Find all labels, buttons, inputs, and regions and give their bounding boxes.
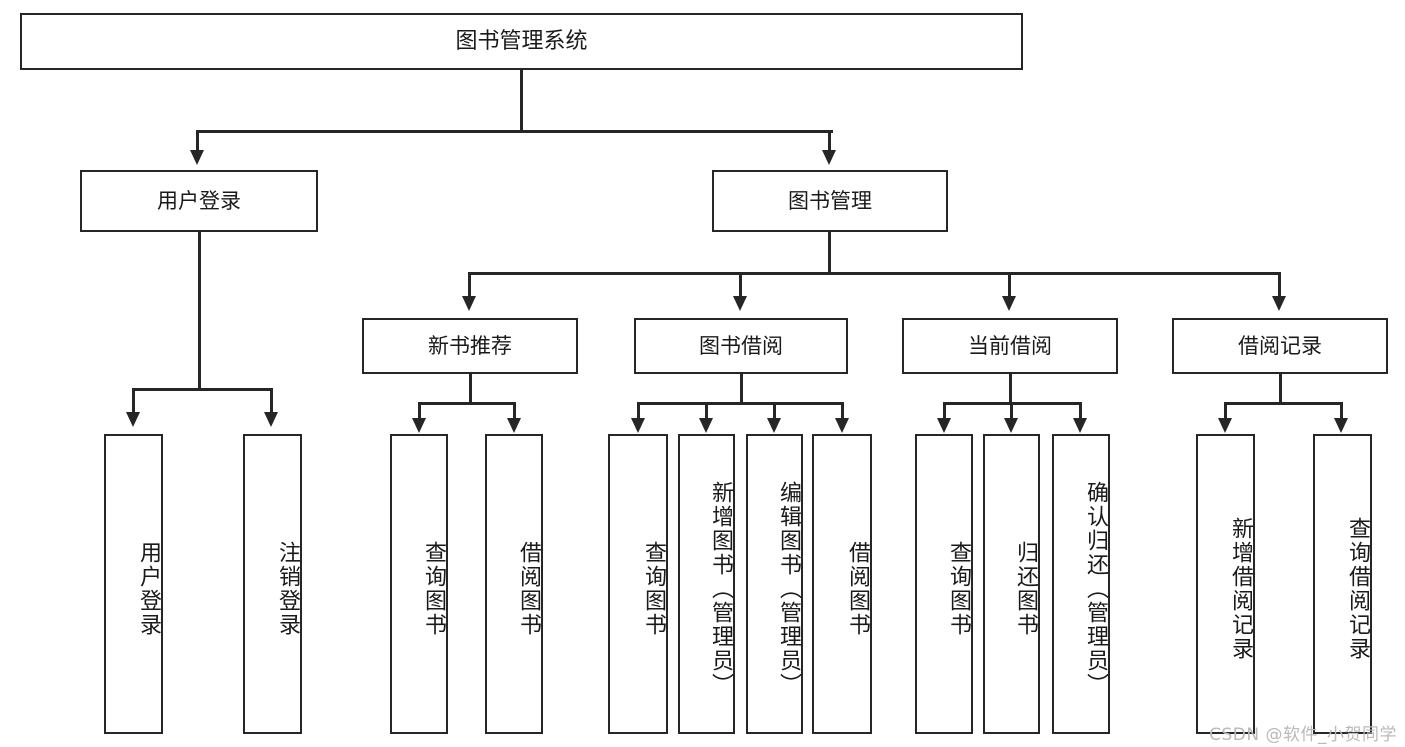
arrow-to-user-login (190, 150, 204, 165)
edge-user-login-b2 (270, 388, 273, 414)
edge-book-borrow-stem (740, 374, 743, 404)
edge-book-mgmt-stem (828, 232, 831, 274)
node-borrow-record[interactable]: 借阅记录 (1172, 318, 1388, 374)
node-book-borrow[interactable]: 图书借阅 (634, 318, 848, 374)
node-book-management[interactable]: 图书管理 (712, 170, 948, 232)
arrow-new-book-l1 (412, 418, 426, 433)
edge-user-login-bus (132, 388, 272, 391)
node-label: 归还图书 (1013, 541, 1038, 637)
leaf-new-book-query-book[interactable]: 查询图书 (390, 434, 448, 734)
edge-root-stem (520, 70, 523, 132)
edge-new-book-stem (469, 374, 472, 404)
node-label: 编辑图书（管理员） (776, 481, 801, 697)
leaf-book-borrow-add-book[interactable]: 新增图书（管理员） (678, 434, 735, 734)
node-user-login[interactable]: 用户登录 (80, 170, 318, 232)
arrow-current-borrow-l3 (1073, 418, 1087, 433)
edge-borrow-record-bus (1224, 402, 1342, 405)
edge-book-borrow-l3 (773, 402, 776, 420)
arrow-book-borrow-l4 (835, 418, 849, 433)
edge-new-book-l1 (418, 402, 421, 420)
leaf-user-login-logout[interactable]: 注销登录 (243, 434, 302, 734)
node-label: 查询图书 (421, 541, 446, 637)
node-label: 查询图书 (641, 541, 666, 637)
leaf-current-borrow-return-book[interactable]: 归还图书 (983, 434, 1040, 734)
edge-root-to-user-login (196, 130, 199, 152)
leaf-user-login-login[interactable]: 用户登录 (104, 434, 163, 734)
edge-new-book-l2 (513, 402, 516, 420)
arrow-user-login-b2 (264, 412, 278, 427)
edge-user-login-b1 (132, 388, 135, 414)
arrow-borrow-record-l2 (1334, 418, 1348, 433)
edge-borrow-record-l2 (1340, 402, 1343, 420)
leaf-current-borrow-confirm-return[interactable]: 确认归还（管理员） (1052, 434, 1110, 734)
node-new-book-recommend[interactable]: 新书推荐 (362, 318, 578, 374)
edge-book-borrow-bus (637, 402, 844, 405)
edge-new-book-bus (418, 402, 516, 405)
edge-book-mgmt-c4 (1278, 272, 1281, 298)
arrow-book-borrow-l3 (767, 418, 781, 433)
edge-root-bus (196, 130, 833, 133)
arrow-user-login-b1 (126, 412, 140, 427)
arrow-book-mgmt-c4 (1272, 296, 1286, 311)
node-label: 图书借阅 (699, 333, 783, 358)
edge-user-login-stem (198, 232, 201, 390)
edge-root-to-book-mgmt (828, 130, 831, 152)
edge-book-mgmt-bus (468, 272, 1280, 275)
edge-book-borrow-l1 (637, 402, 640, 420)
edge-book-borrow-l2 (705, 402, 708, 420)
node-label: 查询图书 (946, 541, 971, 637)
node-current-borrow[interactable]: 当前借阅 (902, 318, 1118, 374)
arrow-borrow-record-l1 (1218, 418, 1232, 433)
edge-book-mgmt-c1 (468, 272, 471, 298)
arrow-book-mgmt-c1 (462, 296, 476, 311)
node-label: 确认归还（管理员） (1083, 481, 1108, 697)
edge-borrow-record-stem (1279, 374, 1282, 404)
node-label: 新增借阅记录 (1228, 517, 1253, 661)
edge-book-mgmt-c2 (739, 272, 742, 298)
leaf-book-borrow-edit-book[interactable]: 编辑图书（管理员） (746, 434, 803, 734)
edge-book-borrow-l4 (841, 402, 844, 420)
edge-current-borrow-l1 (943, 402, 946, 420)
leaf-current-borrow-query-book[interactable]: 查询图书 (915, 434, 973, 734)
leaf-new-book-borrow-book[interactable]: 借阅图书 (485, 434, 543, 734)
node-label: 图书管理系统 (455, 28, 588, 54)
arrow-current-borrow-l2 (1004, 418, 1018, 433)
node-label: 查询借阅记录 (1345, 517, 1370, 661)
node-label: 借阅图书 (845, 541, 870, 637)
arrow-book-borrow-l1 (631, 418, 645, 433)
arrow-new-book-l2 (507, 418, 521, 433)
arrow-to-book-mgmt (822, 150, 836, 165)
node-label: 借阅图书 (516, 541, 541, 637)
node-label: 图书管理 (788, 188, 872, 213)
node-label: 新书推荐 (428, 333, 512, 358)
edge-current-borrow-l2 (1010, 402, 1013, 420)
node-root-library-system[interactable]: 图书管理系统 (20, 13, 1023, 70)
leaf-book-borrow-borrow-book[interactable]: 借阅图书 (812, 434, 872, 734)
leaf-borrow-record-query-record[interactable]: 查询借阅记录 (1313, 434, 1372, 734)
arrow-current-borrow-l1 (937, 418, 951, 433)
arrow-book-borrow-l2 (699, 418, 713, 433)
edge-book-mgmt-c3 (1008, 272, 1011, 298)
node-label: 用户登录 (136, 541, 161, 637)
node-label: 用户登录 (157, 188, 241, 213)
arrow-book-mgmt-c3 (1002, 296, 1016, 311)
node-label: 借阅记录 (1238, 333, 1322, 358)
node-label: 当前借阅 (968, 333, 1052, 358)
leaf-borrow-record-add-record[interactable]: 新增借阅记录 (1196, 434, 1255, 734)
edge-current-borrow-l3 (1079, 402, 1082, 420)
node-label: 注销登录 (275, 541, 300, 637)
arrow-book-mgmt-c2 (733, 296, 747, 311)
node-label: 新增图书（管理员） (708, 481, 733, 697)
edge-borrow-record-l1 (1224, 402, 1227, 420)
edge-current-borrow-stem (1009, 374, 1012, 404)
leaf-book-borrow-query-book[interactable]: 查询图书 (608, 434, 668, 734)
